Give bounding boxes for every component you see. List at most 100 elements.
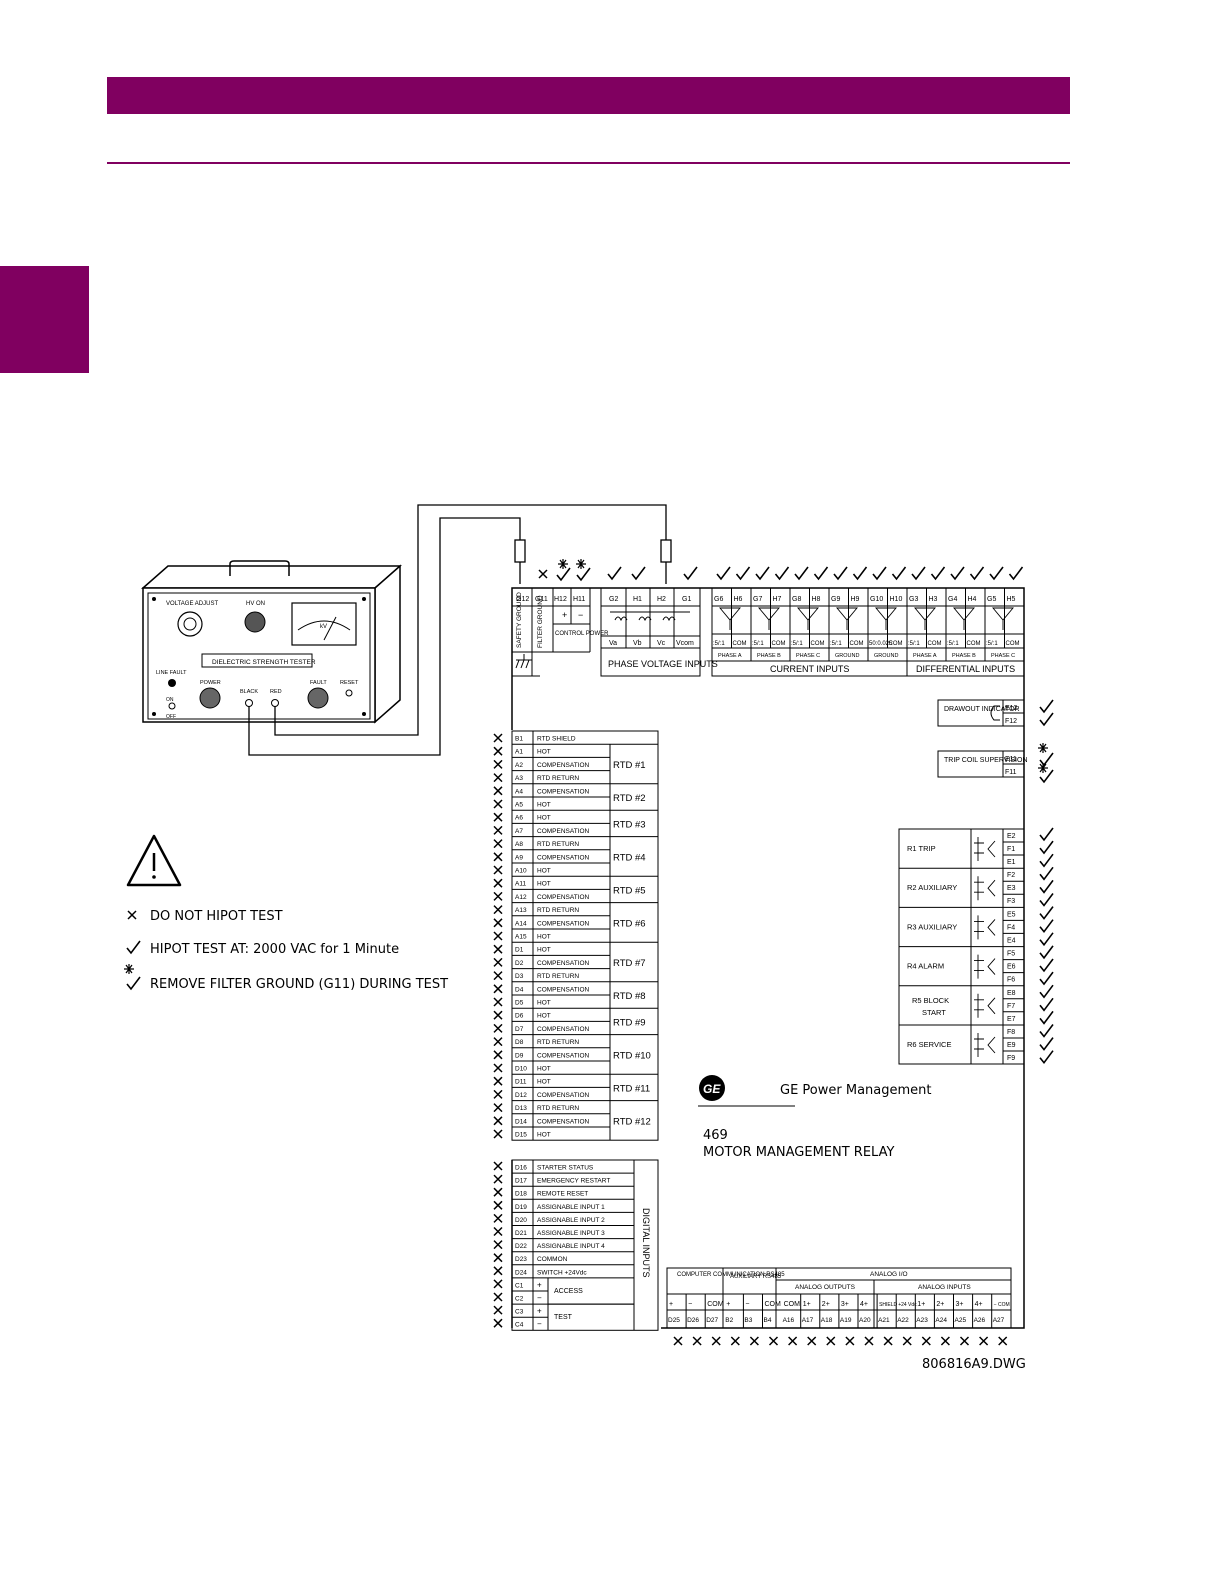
rtd-term-a2: A2	[515, 762, 523, 769]
vcom-label: Vcom	[676, 640, 694, 647]
cross-icon	[493, 746, 503, 756]
cross-icon	[692, 1336, 702, 1346]
relay-term-f8: F8	[1007, 1029, 1015, 1036]
current-term-h4: H4	[968, 596, 977, 603]
current-term-h7: H7	[773, 596, 782, 603]
cross-icon	[493, 1063, 503, 1073]
chapter-tab	[0, 266, 89, 373]
bottom-term-a23: A23	[916, 1317, 928, 1324]
digital-term-c2: C2	[515, 1296, 524, 1303]
digital-term-c1: C1	[515, 1282, 524, 1289]
term-h12: H12	[554, 596, 567, 603]
rtd-group-label: RTD #1	[613, 760, 646, 771]
power-label: POWER	[200, 680, 221, 686]
analog-inputs-label: ANALOG INPUTS	[918, 1284, 971, 1291]
check-icon	[1039, 827, 1054, 841]
digital-term-d22: D22	[515, 1243, 527, 1250]
relay-name: R3 AUXILIARY	[907, 922, 957, 931]
cross-icon	[493, 786, 503, 796]
check-icon	[556, 567, 571, 581]
rtd-row-label: COMPENSATION	[537, 788, 590, 795]
cross-icon	[730, 1336, 741, 1346]
rtd-term-a9: A9	[515, 854, 523, 861]
ct-symbol	[992, 607, 1014, 630]
bottom-term-d25: D25	[668, 1317, 680, 1324]
rtd-term-d8: D8	[515, 1039, 524, 1046]
drawout-indicator-label: DRAWOUT INDICATOR	[944, 706, 1020, 713]
rtd-term-a11: A11	[515, 881, 526, 888]
cross-icon	[845, 1336, 855, 1346]
rtd-term-a6: A6	[515, 815, 523, 822]
cross-icon	[493, 1305, 503, 1315]
check-icon	[126, 976, 141, 990]
rtd-row-label: COMPENSATION	[537, 986, 590, 993]
cross-icon	[493, 865, 503, 875]
bottom-sign: 2+	[822, 1301, 830, 1308]
digital-row-label: ASSIGNABLE INPUT 3	[537, 1230, 605, 1237]
asterisk-icon	[1037, 762, 1049, 774]
bottom-term-b4: B4	[764, 1317, 772, 1324]
check-icon	[607, 566, 622, 580]
digital-row-label: +	[537, 1280, 542, 1289]
rtd-term-a8: A8	[515, 841, 523, 848]
cross-icon	[921, 1336, 932, 1346]
cross-icon	[493, 957, 503, 968]
phase-voltage-inputs: G2 H1 H2 G1 Va Vb Vc Vcom PHASE VOLTAGE …	[600, 587, 718, 677]
current-term-h5: H5	[1007, 596, 1016, 603]
rtd-term-d3: D3	[515, 973, 524, 980]
cross-icon	[493, 1266, 503, 1276]
term-h2: H2	[657, 596, 666, 603]
current-term-g7: G7	[753, 596, 762, 603]
check-icon	[1039, 997, 1054, 1012]
power-switch	[199, 687, 221, 709]
legend-test: HIPOT TEST AT: 2000 VAC for 1 Minute	[150, 942, 399, 957]
rtd-group-label: RTD #7	[613, 958, 646, 969]
phase-voltage-inputs-label: PHASE VOLTAGE INPUTS	[608, 659, 718, 669]
check-icon	[1039, 1036, 1054, 1051]
digital-term-d21: D21	[515, 1230, 527, 1237]
check-icon	[813, 566, 829, 580]
relay-contact-symbol	[974, 876, 996, 901]
current-term-sub: :5/:1	[791, 641, 803, 647]
current-group-label: GROUND	[835, 653, 859, 659]
cross-icon	[493, 733, 503, 743]
bottom-term-a19: A19	[840, 1317, 852, 1324]
check-icon	[576, 567, 591, 581]
cross-icon	[493, 1161, 503, 1171]
check-icon	[735, 566, 751, 580]
relay-name: R5 BLOCK	[912, 996, 949, 1005]
digital-row-label: COMMON	[537, 1256, 568, 1263]
rtd-row-label: HOT	[537, 1132, 551, 1139]
bottom-term-a26: A26	[974, 1317, 986, 1324]
rtd-group-label: RTD #12	[613, 1116, 651, 1127]
cross-icon	[826, 1336, 836, 1346]
bottom-term-b2: B2	[725, 1317, 733, 1324]
check-icon	[852, 566, 868, 580]
rtd-term-d6: D6	[515, 1013, 524, 1020]
asterisk-icon	[575, 558, 587, 570]
legend-no-test: DO NOT HIPOT TEST	[150, 909, 283, 924]
vc-label: Vc	[657, 640, 666, 647]
vb-label: Vb	[633, 640, 642, 647]
cross-icon	[493, 1036, 503, 1047]
current-group-label: GROUND	[874, 653, 898, 659]
control-plus: +	[562, 610, 567, 620]
relay-contact-symbol	[974, 993, 996, 1018]
rtd-term-a10: A10	[515, 868, 527, 875]
relay-term-f5: F5	[1007, 951, 1015, 958]
ct-symbol	[875, 607, 897, 630]
rtd-term-a7: A7	[515, 828, 523, 835]
ct-symbol	[758, 607, 780, 630]
cross-icon	[493, 1292, 503, 1302]
check-icon	[1039, 1023, 1054, 1038]
rtd-group-label: RTD #9	[613, 1017, 646, 1028]
digital-row-label: +	[537, 1307, 542, 1316]
rtd-row-label: HOT	[537, 881, 551, 888]
test-marks	[493, 558, 1054, 1346]
check-icon	[930, 566, 946, 580]
cross-icon	[493, 1129, 503, 1139]
check-icon	[1039, 905, 1054, 920]
digital-row-label: −	[537, 1320, 542, 1329]
rtd-term-d12: D12	[515, 1092, 527, 1099]
